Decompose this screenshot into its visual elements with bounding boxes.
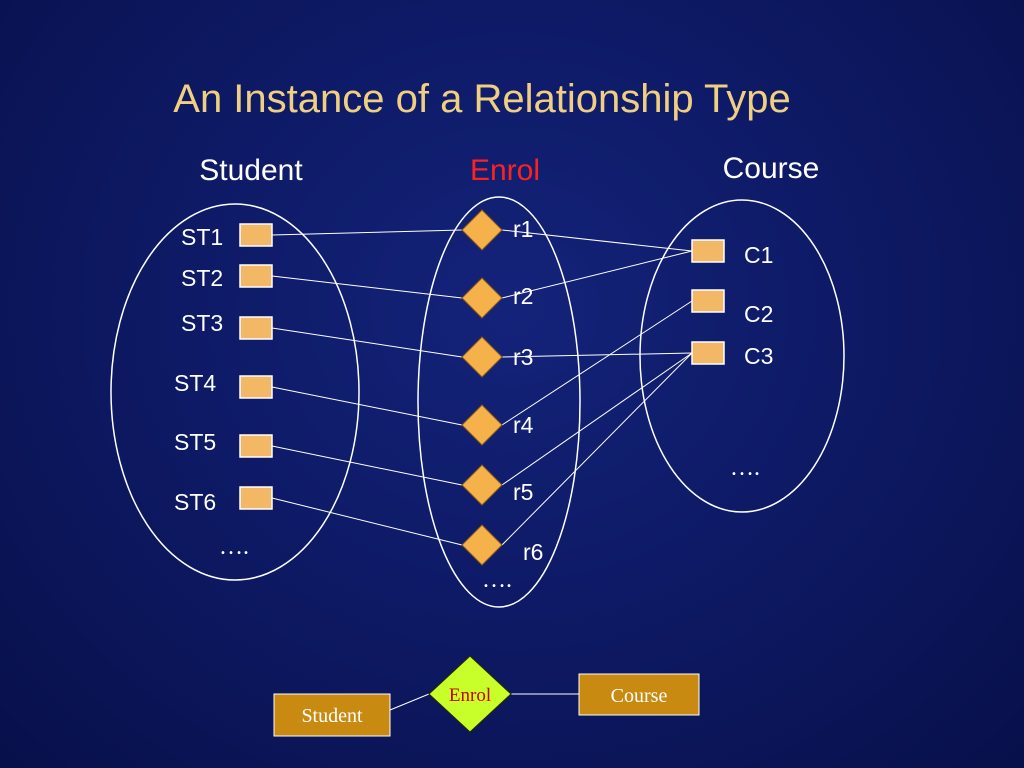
link-st3-r3 [271,327,463,358]
erd-enrol-label: Enrol [449,685,491,706]
course-entity-box-c3 [691,341,725,365]
relationship-label-r1: r1 [513,216,533,242]
relationship-diamond-r5 [461,464,503,506]
link-st6-r6 [271,497,463,546]
relationship-diamond-r1 [461,209,503,251]
course-set-heading: Course [723,152,820,185]
student-set-ellipse [110,203,360,581]
erd-student-entity-box [273,693,391,737]
course-entity-box-c1 [691,239,725,263]
link-st5-r5 [271,445,463,486]
link-r4-c2 [501,300,693,426]
student-entity-box-st3 [239,316,273,340]
student-entity-box-st6 [239,486,273,510]
erd-enrol-diamond [428,655,512,733]
relationship-label-r2: r2 [513,283,533,309]
link-r3-c3 [501,352,693,358]
erd-student-entity-label: Student [301,705,363,727]
slide-title: An Instance of a Relationship Type [173,77,790,121]
relationship-diamond-r3 [461,336,503,378]
relationship-diamond-r4 [461,404,503,446]
relationship-links [271,229,693,546]
link-r5-c3 [501,352,693,486]
relationship-label-r5: r5 [513,479,533,505]
link-st2-r2 [271,275,463,299]
enrol-more-ellipsis: …. [482,567,512,593]
course-set-ellipse [639,199,845,513]
link-st4-r4 [271,386,463,426]
student-entity-box-st5 [239,434,273,458]
relationship-instances: r1 r2 r3 r4 r5 r6 [461,209,543,566]
student-entity-label-st6: ST6 [174,489,216,515]
student-entity-label-st2: ST2 [181,265,223,291]
student-entity-box-st4 [239,375,273,399]
link-r6-c3 [501,352,693,546]
erd-course-entity-label: Course [611,685,668,707]
link-r2-c1 [501,250,693,299]
erd-link-student-enrol [389,693,430,711]
student-entity-label-st5: ST5 [174,429,216,455]
student-entity-box-st2 [239,264,273,288]
student-entity-label-st1: ST1 [181,224,223,250]
course-entity-box-c2 [691,289,725,313]
course-entity-label-c2: C2 [744,301,773,327]
student-set-heading: Student [199,154,303,187]
er-diagram: Student Enrol Course [273,655,700,737]
enrol-set-ellipse [417,196,581,608]
student-entity-label-st4: ST4 [174,370,216,396]
student-entity-box-st1 [239,223,273,247]
relationship-label-r6: r6 [523,539,543,565]
relationship-diamond-r2 [461,277,503,319]
course-more-ellipsis: …. [730,455,760,481]
student-entity-label-st3: ST3 [181,310,223,336]
student-more-ellipsis: …. [219,534,249,560]
course-entity-label-c1: C1 [744,242,773,268]
relationship-diamond-r6 [461,524,503,566]
relationship-label-r4: r4 [513,412,534,438]
link-r1-c1 [501,229,693,252]
relationship-label-r3: r3 [513,344,533,370]
enrol-set-heading: Enrol [470,154,540,187]
link-st1-r1 [271,229,463,236]
erd-course-entity-box [578,673,700,716]
course-entity-label-c3: C3 [744,343,773,369]
